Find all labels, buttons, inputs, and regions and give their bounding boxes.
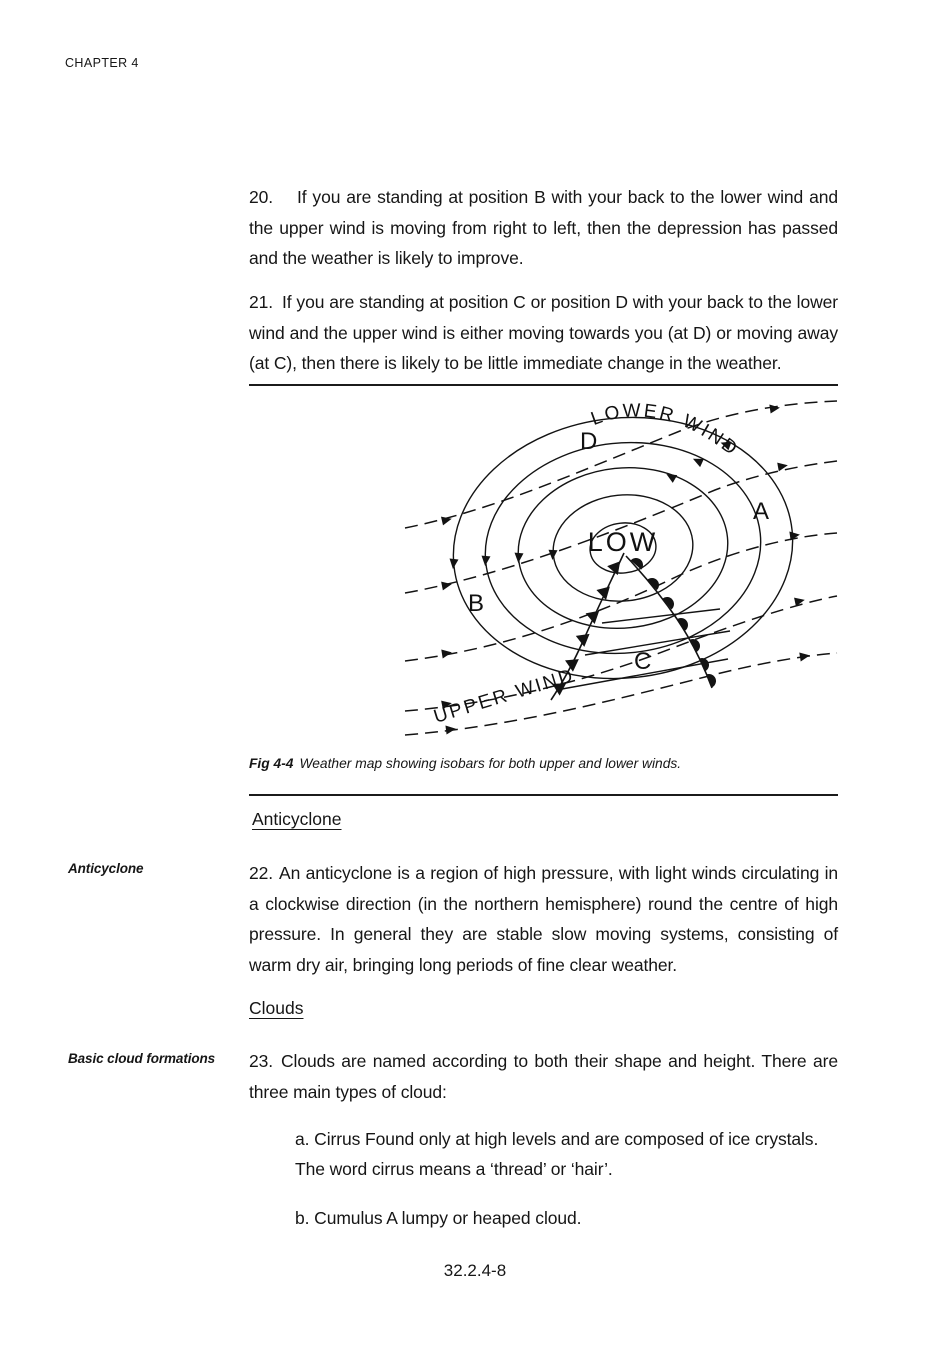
paragraph-22: 22.An anticyclone is a region of high pr… (249, 858, 838, 980)
paragraph-21: 21.If you are standing at position C or … (249, 287, 838, 379)
position-d-label: D (580, 428, 597, 455)
weather-map-svg: LOW LOWER WIND UPPER WIND D A B C (404, 400, 838, 736)
paragraph-22-text: An anticyclone is a region of high press… (249, 863, 838, 975)
weather-map-figure: LOW LOWER WIND UPPER WIND D A B C (250, 393, 840, 745)
upper-wind-arrows (440, 404, 810, 735)
paragraph-21-number: 21. (249, 292, 274, 312)
cloud-item-cirrus: a. Cirrus Found only at high levels and … (295, 1129, 819, 1179)
lower-wind-label: LOWER WIND (588, 400, 740, 461)
low-label: LOW (588, 527, 659, 557)
warm-front (625, 555, 716, 689)
cloud-item-cumulus: b. Cumulus A lumpy or heaped cloud. (295, 1208, 582, 1228)
warm-sector-lines (561, 608, 731, 690)
paragraph-20: 20.If you are standing at position B wit… (249, 182, 838, 274)
paragraph-22-number: 22. (249, 863, 274, 883)
clouds-heading: Clouds (249, 998, 304, 1018)
figure-caption-text: Weather map showing isobars for both upp… (299, 756, 682, 771)
position-c-label: C (634, 648, 651, 675)
chapter-header: CHAPTER 4 (65, 56, 139, 70)
figure-caption: Fig 4-4 Weather map showing isobars for b… (249, 756, 681, 771)
page-number: 32.2.4-8 (443, 1261, 507, 1280)
paragraph-23-text: Clouds are named according to both their… (249, 1051, 838, 1102)
isobar-flow-arrows (449, 441, 732, 569)
paragraph-23-number: 23. (249, 1051, 274, 1071)
figure-top-rule (249, 384, 838, 386)
figure-caption-label: Fig 4-4 (249, 756, 294, 771)
anticyclone-margin-label: Anticyclone (68, 861, 144, 876)
paragraph-20-number: 20. (249, 187, 274, 207)
position-a-label: A (753, 498, 769, 525)
clouds-margin-label: Basic cloud formations (68, 1051, 216, 1066)
figure-bottom-rule (249, 794, 838, 796)
paragraph-20-text: If you are standing at position B with y… (249, 187, 838, 269)
svg-text:LOWER WIND: LOWER WIND (588, 400, 742, 461)
anticyclone-heading: Anticyclone (252, 809, 342, 829)
paragraph-23: 23.Clouds are named according to both th… (249, 1046, 838, 1107)
upper-wind-streamlines (404, 400, 838, 736)
cold-front (550, 552, 625, 701)
upper-wind-label: UPPER WIND (431, 665, 577, 728)
paragraph-21-text: If you are standing at position C or pos… (249, 292, 838, 374)
position-b-label: B (468, 590, 484, 617)
